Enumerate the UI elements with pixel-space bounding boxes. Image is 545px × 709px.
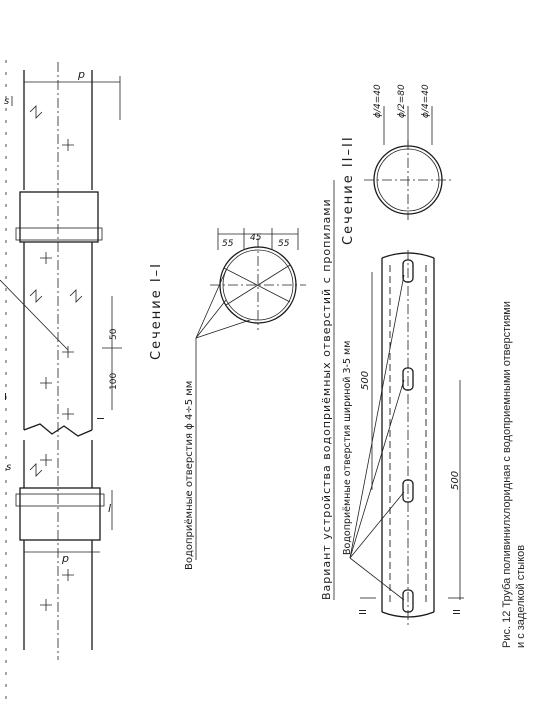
- dim-50: 50: [109, 328, 119, 340]
- caption-line-1: Рис. 12 Труба поливинилхлоридная с водоп…: [501, 301, 513, 648]
- dim-100: 100: [109, 373, 119, 390]
- slotted-pipe: Вариант устройства водоприёмных отверсти…: [320, 180, 464, 625]
- phi-3: ϕ/4=40: [421, 84, 431, 118]
- hole-markers-pipe: [40, 139, 74, 611]
- dim-500-inner: 500: [360, 371, 371, 390]
- roman-2-left: II: [358, 609, 369, 615]
- dim-500-outer: 500: [450, 471, 461, 490]
- section-2-label: Сечение II–II: [341, 135, 356, 245]
- slot-2: [402, 367, 414, 391]
- dim-s-top: s: [4, 96, 9, 107]
- slot-note: Водоприёмные отверстия шириной 3-5 мм: [342, 341, 353, 555]
- sec1-dim-right: 55: [278, 239, 290, 249]
- roman-2-right: II: [452, 609, 463, 615]
- pipe-dimensions: p s 50 100 I I s l p: [4, 68, 122, 565]
- sec1-dim-mid: 45: [250, 233, 262, 243]
- slot-1: [402, 259, 414, 283]
- pvc-pipe-with-sockets: [0, 60, 105, 700]
- phi-1: ϕ/4=40: [373, 84, 383, 118]
- roman-1-upper: I: [4, 392, 7, 403]
- dim-p-bottom: p: [61, 552, 69, 565]
- variant-title: Вариант устройства водоприёмных отверсти…: [320, 198, 333, 600]
- socket-band-lower: [15, 493, 105, 507]
- section-1-label: Сечение I–I: [149, 262, 164, 360]
- section-1: 55 45 55 Сечение I–I Водоприёмные отверс…: [149, 228, 306, 570]
- phi-2: ϕ/2=80: [397, 84, 407, 118]
- socket-lower: [19, 487, 101, 541]
- dim-s-mid: s: [6, 462, 11, 473]
- dim-p-top: p: [77, 68, 85, 81]
- socket-band-upper: [15, 227, 103, 241]
- slot-4: [402, 589, 414, 613]
- hole-note: Водоприёмные отверстия ϕ 4÷5 мм: [184, 381, 195, 570]
- roman-1-lower: I: [96, 417, 107, 420]
- caption: Рис. 12 Труба поливинилхлоридная с водоп…: [501, 301, 527, 648]
- dim-l: l: [108, 502, 111, 515]
- sec1-dim-left: 55: [222, 239, 234, 249]
- section-2: ϕ/4=40 ϕ/2=80 ϕ/4=40 Сечение II–II: [341, 84, 452, 245]
- slot-3: [402, 479, 414, 503]
- socket-upper: [19, 191, 99, 243]
- caption-line-2: и с заделкой стыков: [515, 545, 527, 648]
